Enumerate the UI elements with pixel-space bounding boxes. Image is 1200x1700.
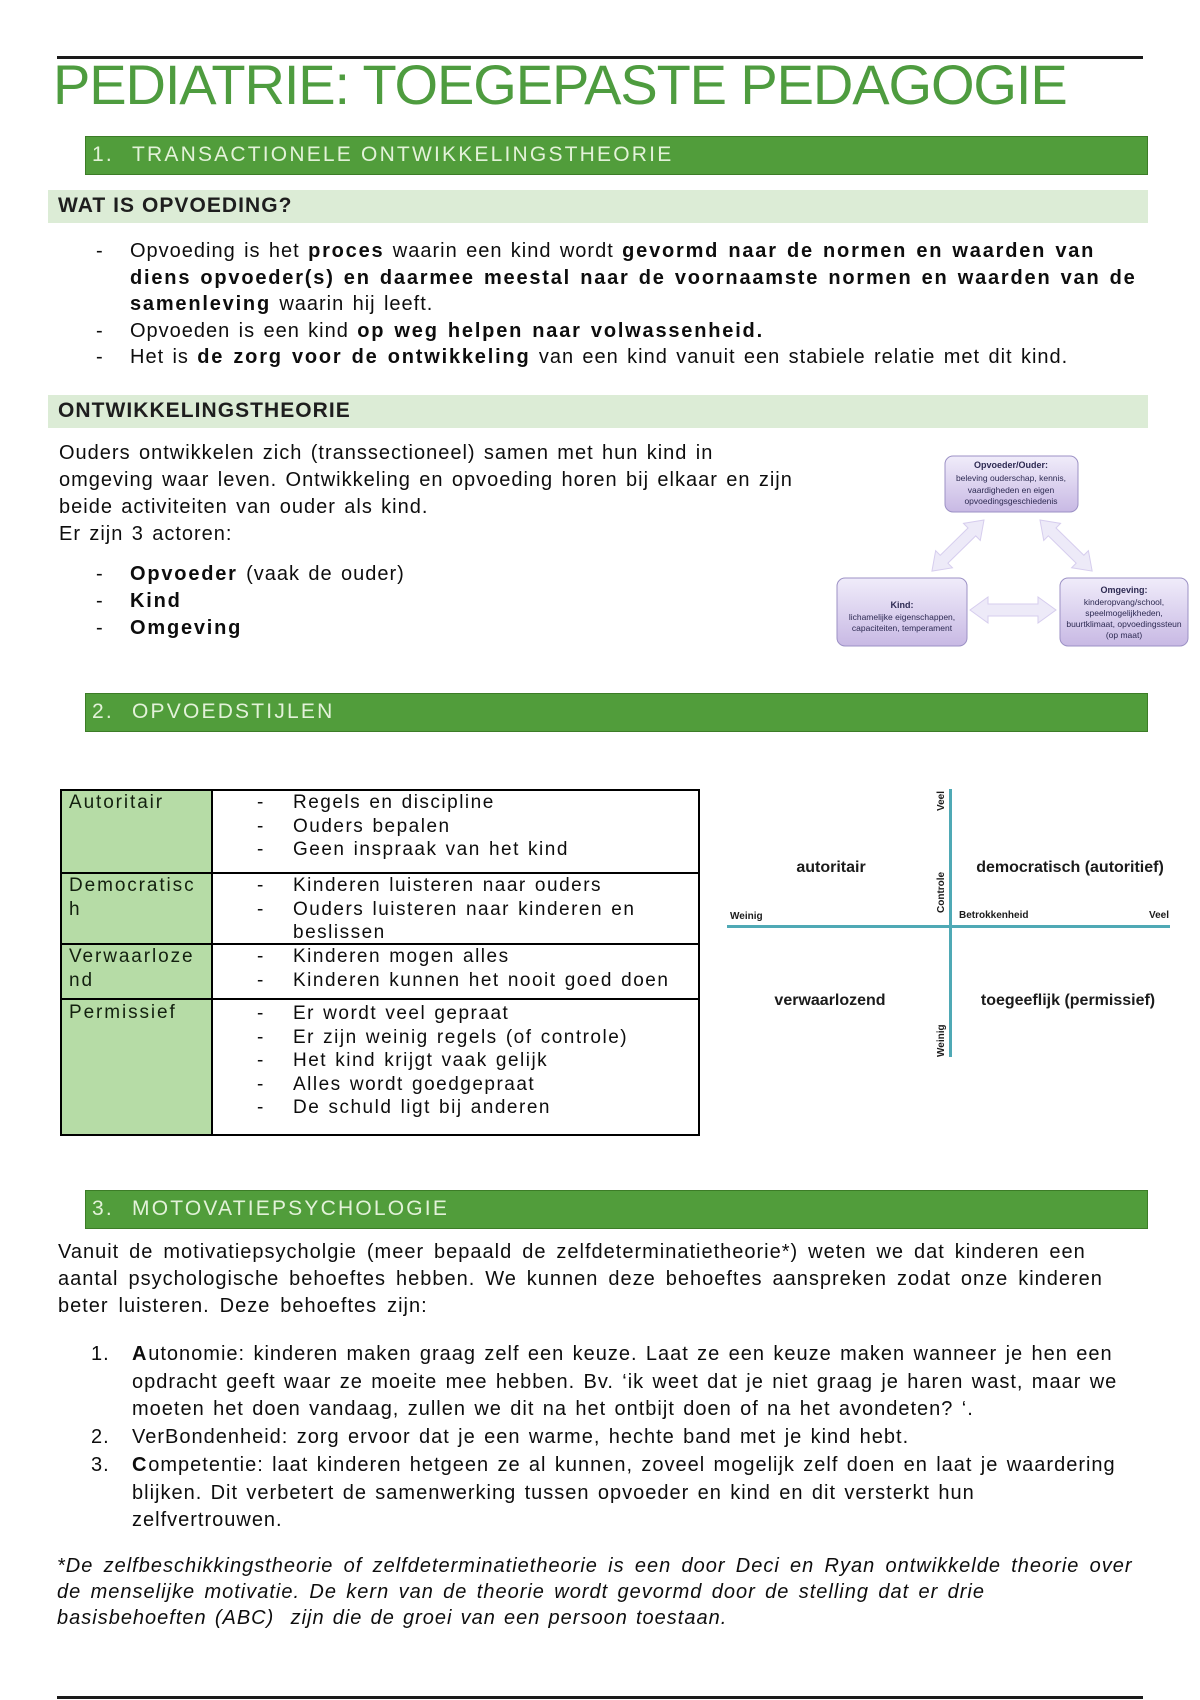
svg-text:vaardigheden en eigen: vaardigheden en eigen — [968, 485, 1055, 495]
svg-text:democratisch (autoritief): democratisch (autoritief) — [976, 859, 1164, 876]
svg-text:Opvoeder/Ouder:: Opvoeder/Ouder: — [974, 460, 1048, 470]
svg-text:Controle: Controle — [936, 871, 947, 913]
svg-text:buurtklimaat, opvoedingssteun: buurtklimaat, opvoedingssteun — [1066, 619, 1182, 629]
svg-text:Weinig: Weinig — [936, 1024, 947, 1057]
svg-text:Kind:: Kind: — [891, 600, 914, 610]
svg-text:kinderopvang/school,: kinderopvang/school, — [1084, 597, 1164, 607]
svg-text:opvoedingsgeschiedenis: opvoedingsgeschiedenis — [964, 496, 1057, 506]
svg-text:beleving ouderschap, kennis,: beleving ouderschap, kennis, — [956, 473, 1066, 483]
svg-text:Veel: Veel — [1149, 910, 1169, 921]
svg-text:capaciteiten, temperament: capaciteiten, temperament — [852, 623, 953, 633]
svg-text:Omgeving:: Omgeving: — [1100, 585, 1147, 595]
svg-text:Weinig: Weinig — [730, 911, 763, 922]
svg-text:verwaarlozend: verwaarlozend — [774, 992, 885, 1009]
svg-text:toegeeflijk (permissief): toegeeflijk (permissief) — [981, 992, 1155, 1009]
svg-text:(op maat): (op maat) — [1106, 630, 1143, 640]
svg-text:speelmogelijkheden,: speelmogelijkheden, — [1085, 608, 1163, 618]
svg-text:lichamelijke eigenschappen,: lichamelijke eigenschappen, — [849, 612, 955, 622]
svg-text:Betrokkenheid: Betrokkenheid — [959, 910, 1028, 921]
svg-text:autoritair: autoritair — [796, 859, 865, 876]
svg-text:Veel: Veel — [936, 791, 947, 811]
